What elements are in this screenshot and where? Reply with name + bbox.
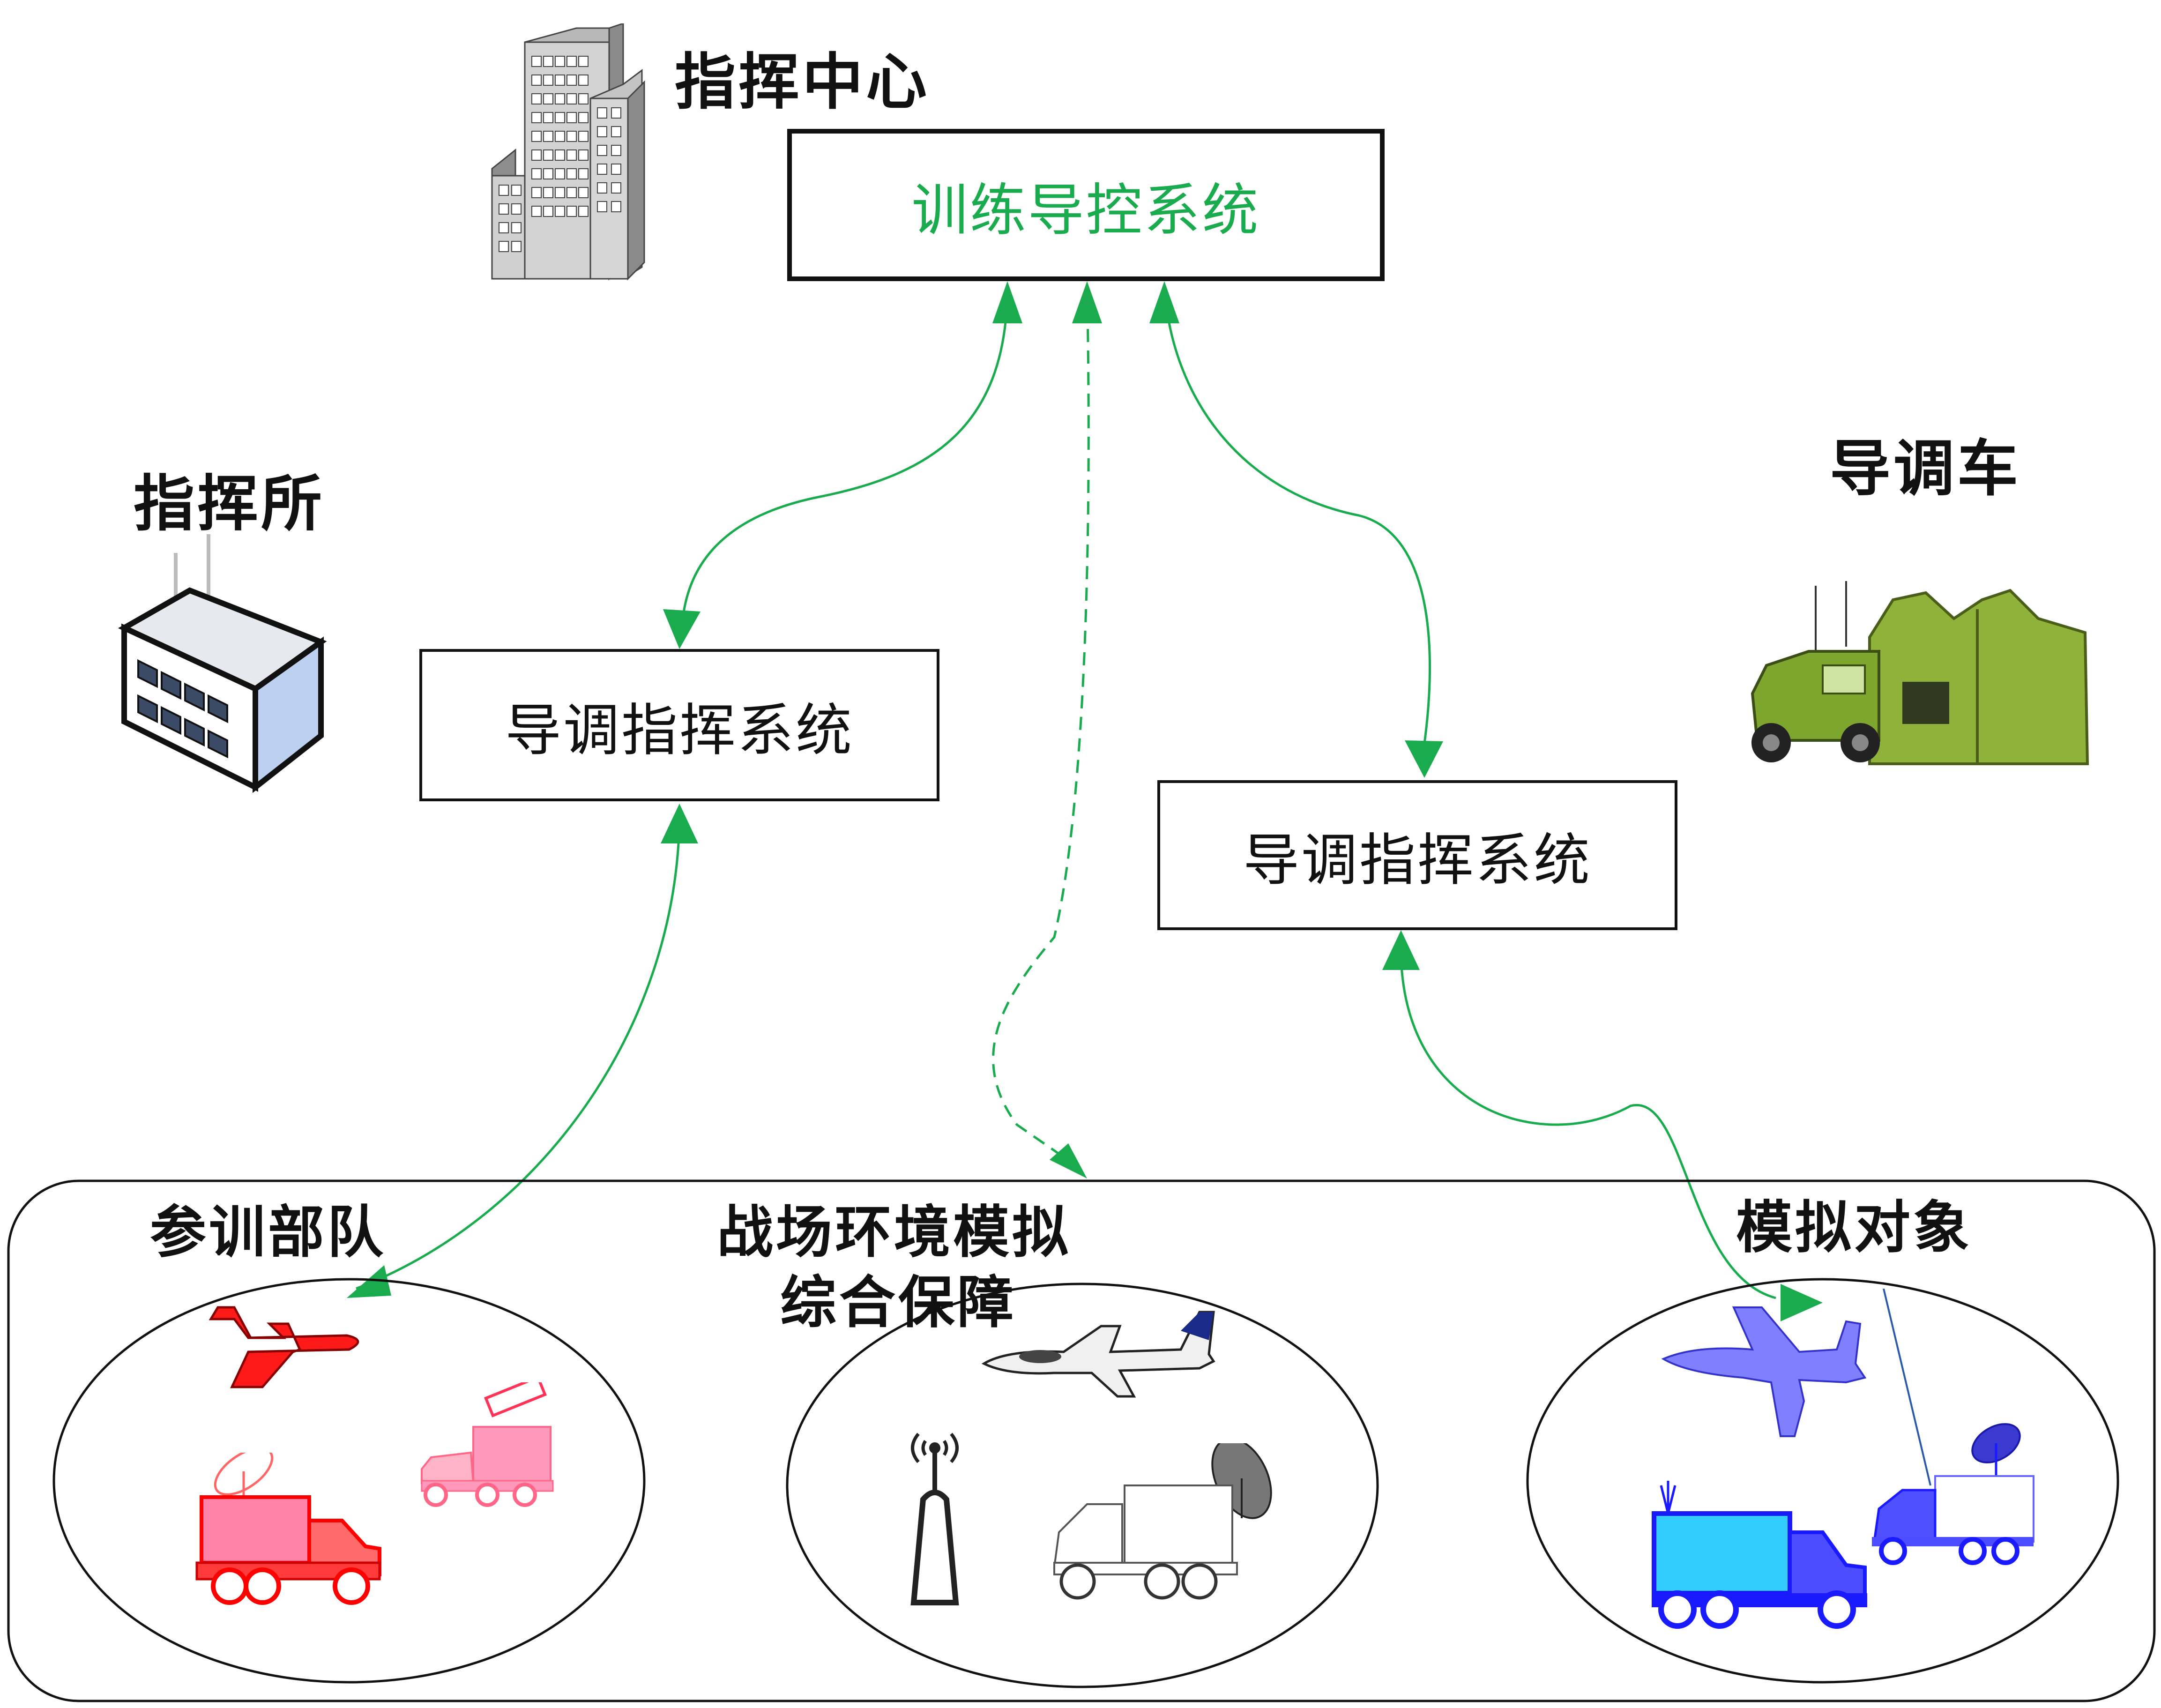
- command-post-label: 指挥所: [134, 468, 325, 539]
- director-truck-icon: [1751, 581, 2089, 765]
- battlefield-env-label-line2: 综合保障: [780, 1269, 1016, 1335]
- blue-radar-truck-icon: [1872, 1289, 2034, 1565]
- battlefield-env-label-line1: 战场环境模拟: [717, 1199, 1071, 1265]
- arrowhead-left-director-top: [663, 609, 700, 649]
- simulated-objects-label: 模拟对象: [1736, 1194, 1972, 1260]
- building-icon: [491, 23, 645, 281]
- director-command-system-box-right: 导调指挥系统: [1157, 780, 1677, 930]
- arrowhead-troops: [347, 1265, 391, 1298]
- director-command-system-label-right: 导调指挥系统: [1243, 828, 1592, 893]
- pink-launcher-truck-icon: [421, 1382, 554, 1507]
- link-top-to-left-director: [680, 285, 1009, 633]
- arrowhead-top-mid: [1072, 281, 1102, 323]
- field-container: [7, 1179, 2156, 1702]
- fighter-jet-icon: [981, 1311, 1215, 1398]
- director-command-system-box-left: 导调指挥系统: [419, 649, 939, 801]
- director-vehicle-label: 导调车: [1830, 433, 2021, 504]
- training-control-system-label: 训练导控系统: [911, 178, 1260, 243]
- arrowhead-top-left: [992, 281, 1022, 323]
- link-top-to-right-director: [1163, 285, 1431, 760]
- battlefield-zone: [786, 1283, 1379, 1688]
- training-troops-label: 参训部队: [150, 1199, 386, 1265]
- red-radar-truck-icon: [195, 1453, 381, 1605]
- arrowhead-objects: [1781, 1284, 1823, 1321]
- arrowhead-right-director-top: [1405, 740, 1443, 778]
- blue-fighter-jet-icon: [1661, 1306, 1867, 1437]
- director-command-system-label-left: 导调指挥系统: [505, 698, 854, 763]
- link-top-to-battlefield-dashed: [992, 285, 1090, 1168]
- command-post-building-icon: [118, 534, 327, 793]
- blue-truck-icon: [1652, 1481, 1867, 1629]
- signal-tower-icon: [910, 1432, 959, 1605]
- command-center-label: 指挥中心: [675, 46, 930, 118]
- link-right-director-to-objects: [1400, 955, 1776, 1299]
- simulated-objects-zone: [1526, 1278, 2119, 1684]
- red-aircraft-icon: [209, 1306, 359, 1388]
- arrowhead-top-right: [1149, 281, 1179, 323]
- white-radar-truck-icon: [1053, 1443, 1272, 1600]
- training-troops-zone: [52, 1278, 646, 1684]
- arrowhead-left-director-bottom: [661, 804, 698, 843]
- arrowhead-right-director-bottom: [1382, 930, 1420, 970]
- link-left-director-to-troops: [356, 822, 681, 1290]
- arrowhead-battlefield: [1050, 1143, 1087, 1178]
- training-control-system-box: 训练导控系统: [787, 129, 1385, 281]
